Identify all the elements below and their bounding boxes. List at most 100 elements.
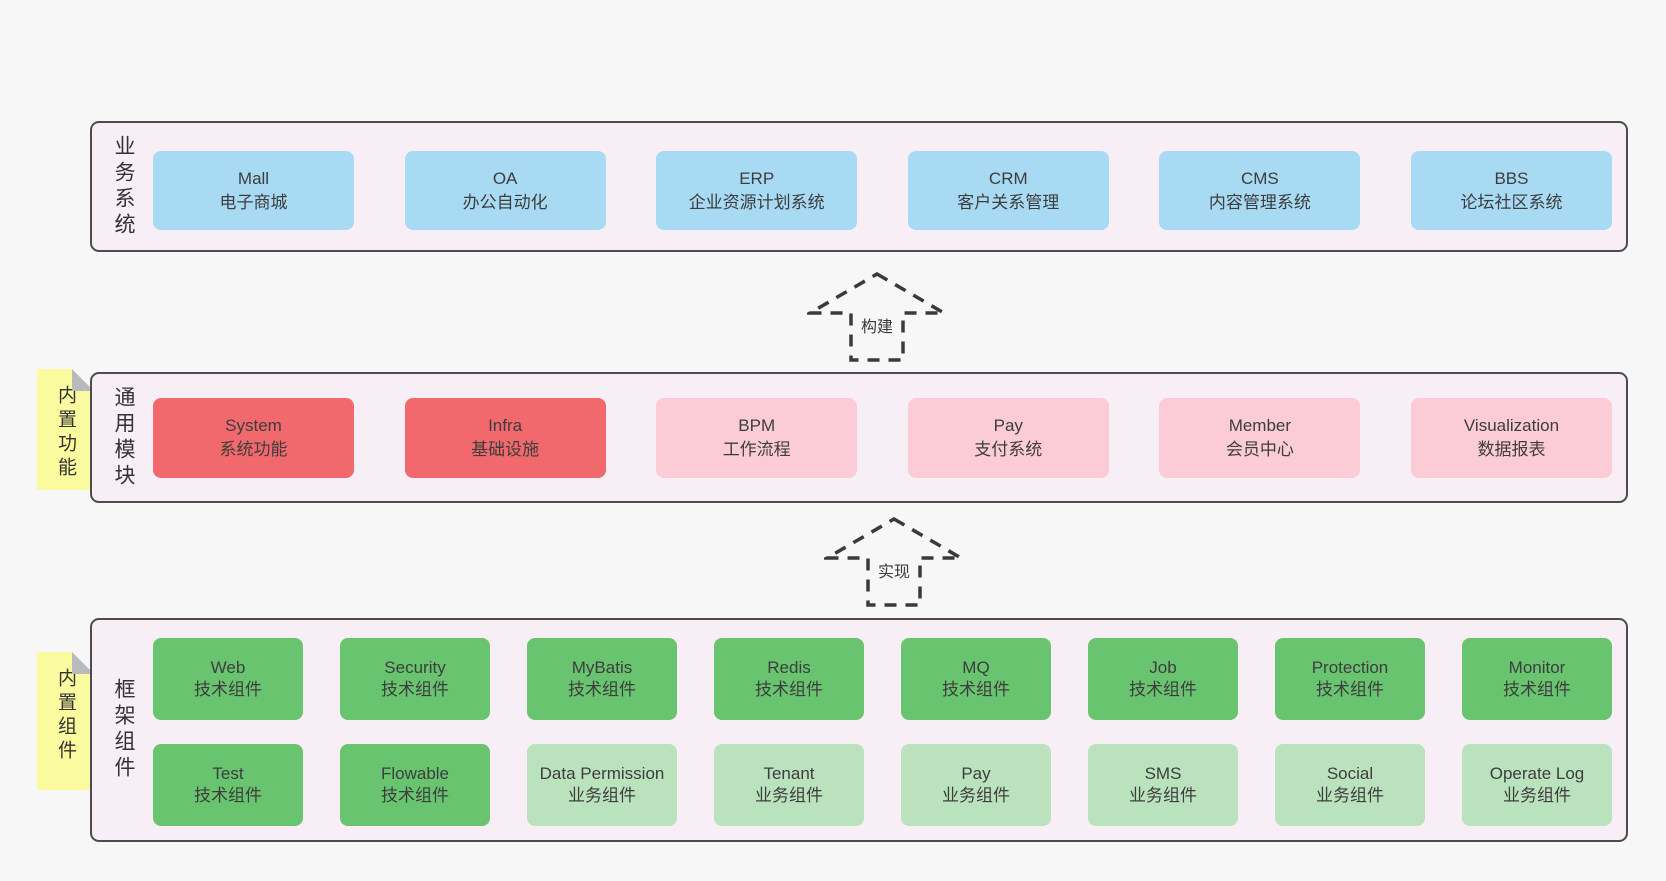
module-title: ERP xyxy=(739,168,775,188)
module-box-monitor: Monitor 技术组件 xyxy=(1462,638,1612,720)
module-box-mall: Mall 电子商城 xyxy=(153,151,354,230)
sticky-label-built-in-features: 内置功能 xyxy=(55,385,76,481)
module-title: Protection xyxy=(1311,657,1389,677)
module-title: Pay xyxy=(993,416,1023,436)
module-title: BPM xyxy=(738,416,776,436)
band-label-business-systems: 业务系统 xyxy=(112,134,135,239)
arrow-label-implement: 实现 xyxy=(877,564,911,581)
module-box-operate-log: Operate Log 业务组件 xyxy=(1462,744,1612,826)
module-subtitle: 技术组件 xyxy=(942,680,1010,699)
module-subtitle: 论坛社区系统 xyxy=(1460,192,1563,212)
module-title: Operate Log xyxy=(1489,763,1585,783)
module-title: Mall xyxy=(237,168,270,188)
common-modules-row: System 系统功能 Infra 基础设施 BPM 工作流程 Pay 支付系统 Member 会… xyxy=(153,398,1612,478)
module-subtitle: 工作流程 xyxy=(722,440,791,459)
module-subtitle: 会员中心 xyxy=(1225,440,1294,459)
module-box-data-permission: Data Permission 业务组件 xyxy=(527,744,677,826)
module-title: Test xyxy=(212,763,244,783)
module-subtitle: 技术组件 xyxy=(381,680,449,699)
sticky-note-built-in-components: 内置组件 xyxy=(37,652,94,790)
module-subtitle: 业务组件 xyxy=(1316,786,1384,805)
module-subtitle: 内容管理系统 xyxy=(1208,192,1311,212)
module-box-pay: Pay 支付系统 xyxy=(907,398,1109,478)
module-subtitle: 支付系统 xyxy=(974,440,1043,459)
module-title: Redis xyxy=(767,657,811,677)
module-box-test: Test 技术组件 xyxy=(153,744,303,826)
module-box-mq: MQ 技术组件 xyxy=(901,638,1051,720)
module-box-job: Job 技术组件 xyxy=(1088,638,1238,720)
up-arrow-implement: 实现 xyxy=(824,515,964,608)
module-subtitle: 系统功能 xyxy=(219,440,288,459)
module-title: Flowable xyxy=(380,763,450,783)
module-subtitle: 电子商城 xyxy=(219,192,288,212)
module-box-member: Member 会员中心 xyxy=(1159,398,1361,478)
module-title: System xyxy=(225,416,282,436)
business-systems-row: Mall 电子商城 OA 办公自动化 ERP 企业资源计划系统 CRM 客户关系管理 CMS 内容… xyxy=(153,151,1612,230)
module-title: Pay xyxy=(961,763,991,783)
module-title: Infra xyxy=(488,416,523,436)
module-title: Member xyxy=(1228,416,1292,436)
module-title: Social xyxy=(1326,763,1374,783)
module-box-redis: Redis 技术组件 xyxy=(714,638,864,720)
module-title: MyBatis xyxy=(571,657,633,677)
module-title: Visualization xyxy=(1463,416,1560,436)
module-subtitle: 业务组件 xyxy=(755,786,823,805)
module-subtitle: 企业资源计划系统 xyxy=(688,192,825,212)
sticky-label-built-in-components: 内置组件 xyxy=(55,668,76,764)
dashed-up-arrow-icon xyxy=(824,516,964,607)
module-box-tenant: Tenant 业务组件 xyxy=(714,744,864,826)
dashed-up-arrow-icon xyxy=(807,271,947,362)
band-common-modules: 通用模块 System 系统功能 Infra 基础设施 BPM 工作流程 Pay 支付系统 Me… xyxy=(90,372,1628,503)
module-subtitle: 技术组件 xyxy=(194,680,262,699)
module-subtitle: 技术组件 xyxy=(194,786,262,805)
module-box-erp: ERP 企业资源计划系统 xyxy=(656,151,858,230)
module-box-bbs: BBS 论坛社区系统 xyxy=(1410,151,1612,230)
module-subtitle: 技术组件 xyxy=(755,680,823,699)
module-title: Data Permission xyxy=(539,763,665,783)
module-title: Job xyxy=(1149,657,1177,677)
module-title: SMS xyxy=(1144,763,1182,783)
module-title: Tenant xyxy=(763,763,815,783)
module-subtitle: 技术组件 xyxy=(1129,680,1197,699)
module-box-web: Web 技术组件 xyxy=(153,638,303,720)
band-business-systems: 业务系统 Mall 电子商城 OA 办公自动化 ERP 企业资源计划系统 CRM 客户关系管理… xyxy=(90,121,1628,252)
up-arrow-build: 构建 xyxy=(807,270,947,363)
module-subtitle: 业务组件 xyxy=(942,786,1010,805)
module-title: CRM xyxy=(988,168,1028,188)
module-box-bpm: BPM 工作流程 xyxy=(656,398,858,478)
module-title: Monitor xyxy=(1508,657,1566,677)
module-title: MQ xyxy=(962,657,990,677)
module-subtitle: 业务组件 xyxy=(568,786,636,805)
module-title: BBS xyxy=(1494,168,1529,188)
module-box-crm: CRM 客户关系管理 xyxy=(907,151,1109,230)
module-box-sms: SMS 业务组件 xyxy=(1088,744,1238,826)
module-subtitle: 技术组件 xyxy=(381,786,449,805)
module-subtitle: 客户关系管理 xyxy=(957,192,1060,212)
module-subtitle: 业务组件 xyxy=(1503,786,1571,805)
module-box-pay: Pay 业务组件 xyxy=(901,744,1051,826)
module-subtitle: 数据报表 xyxy=(1477,440,1546,459)
module-title: OA xyxy=(492,168,518,188)
band-label-framework-components: 框架组件 xyxy=(112,678,135,782)
module-subtitle: 基础设施 xyxy=(471,440,540,459)
module-subtitle: 技术组件 xyxy=(1503,680,1571,699)
module-box-oa: OA 办公自动化 xyxy=(404,151,606,230)
arrow-label-build: 构建 xyxy=(860,319,894,336)
module-title: CMS xyxy=(1240,168,1279,188)
module-box-flowable: Flowable 技术组件 xyxy=(340,744,490,826)
module-box-cms: CMS 内容管理系统 xyxy=(1159,151,1361,230)
module-box-system: System 系统功能 xyxy=(153,398,354,478)
module-box-visualization: Visualization 数据报表 xyxy=(1410,398,1612,478)
module-subtitle: 办公自动化 xyxy=(462,192,548,212)
band-label-common-modules: 通用模块 xyxy=(112,385,135,490)
module-title: Web xyxy=(210,657,246,677)
module-subtitle: 业务组件 xyxy=(1129,786,1197,805)
module-box-infra: Infra 基础设施 xyxy=(404,398,606,478)
module-box-social: Social 业务组件 xyxy=(1275,744,1425,826)
